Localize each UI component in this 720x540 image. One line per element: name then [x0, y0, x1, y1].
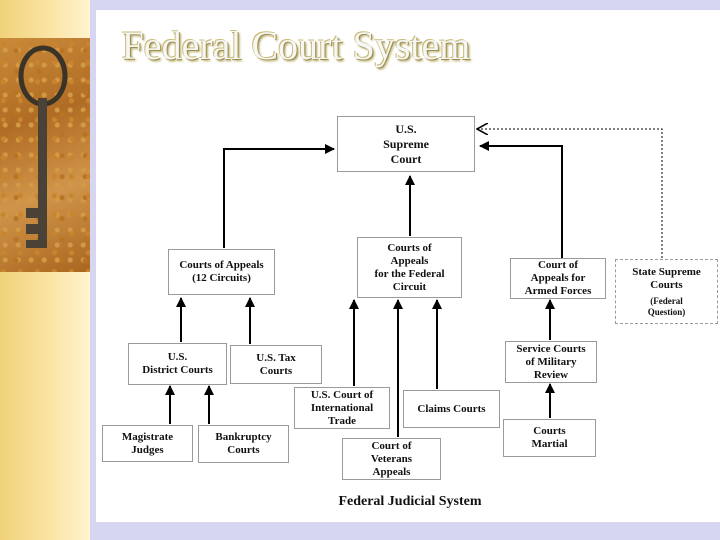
- node-claims-courts: Claims Courts: [403, 390, 500, 428]
- diagram-caption: Federal Judicial System: [338, 494, 482, 509]
- node-courts-of-appeals: Courts of Appeals (12 Circuits): [168, 249, 275, 295]
- node-magistrate-judges: Magistrate Judges: [102, 425, 193, 462]
- node-tax-courts: U.S. Tax Courts: [230, 345, 322, 384]
- antique-key-image: [0, 38, 90, 272]
- node-military-review: Service Courts of Military Review: [505, 341, 597, 383]
- slide-title: Federal Court System: [121, 23, 471, 68]
- node-bankruptcy-courts: Bankruptcy Courts: [198, 425, 289, 463]
- node-state-supreme-courts: State Supreme Courts (Federal Question): [615, 259, 718, 324]
- key-icon: [18, 45, 68, 248]
- state-supreme-label: State Supreme Courts: [632, 265, 701, 291]
- state-supreme-note: (Federal Question): [647, 295, 686, 317]
- node-district-courts: U.S. District Courts: [128, 343, 227, 385]
- node-armed-forces: Court of Appeals for Armed Forces: [510, 258, 606, 299]
- node-supreme-court: U.S. Supreme Court: [337, 116, 475, 172]
- node-veterans-appeals: Court of Veterans Appeals: [342, 438, 441, 480]
- node-federal-circuit: Courts of Appeals for the Federal Circui…: [357, 237, 462, 298]
- node-international-trade: U.S. Court of International Trade: [294, 387, 390, 429]
- node-courts-martial: Courts Martial: [503, 419, 596, 457]
